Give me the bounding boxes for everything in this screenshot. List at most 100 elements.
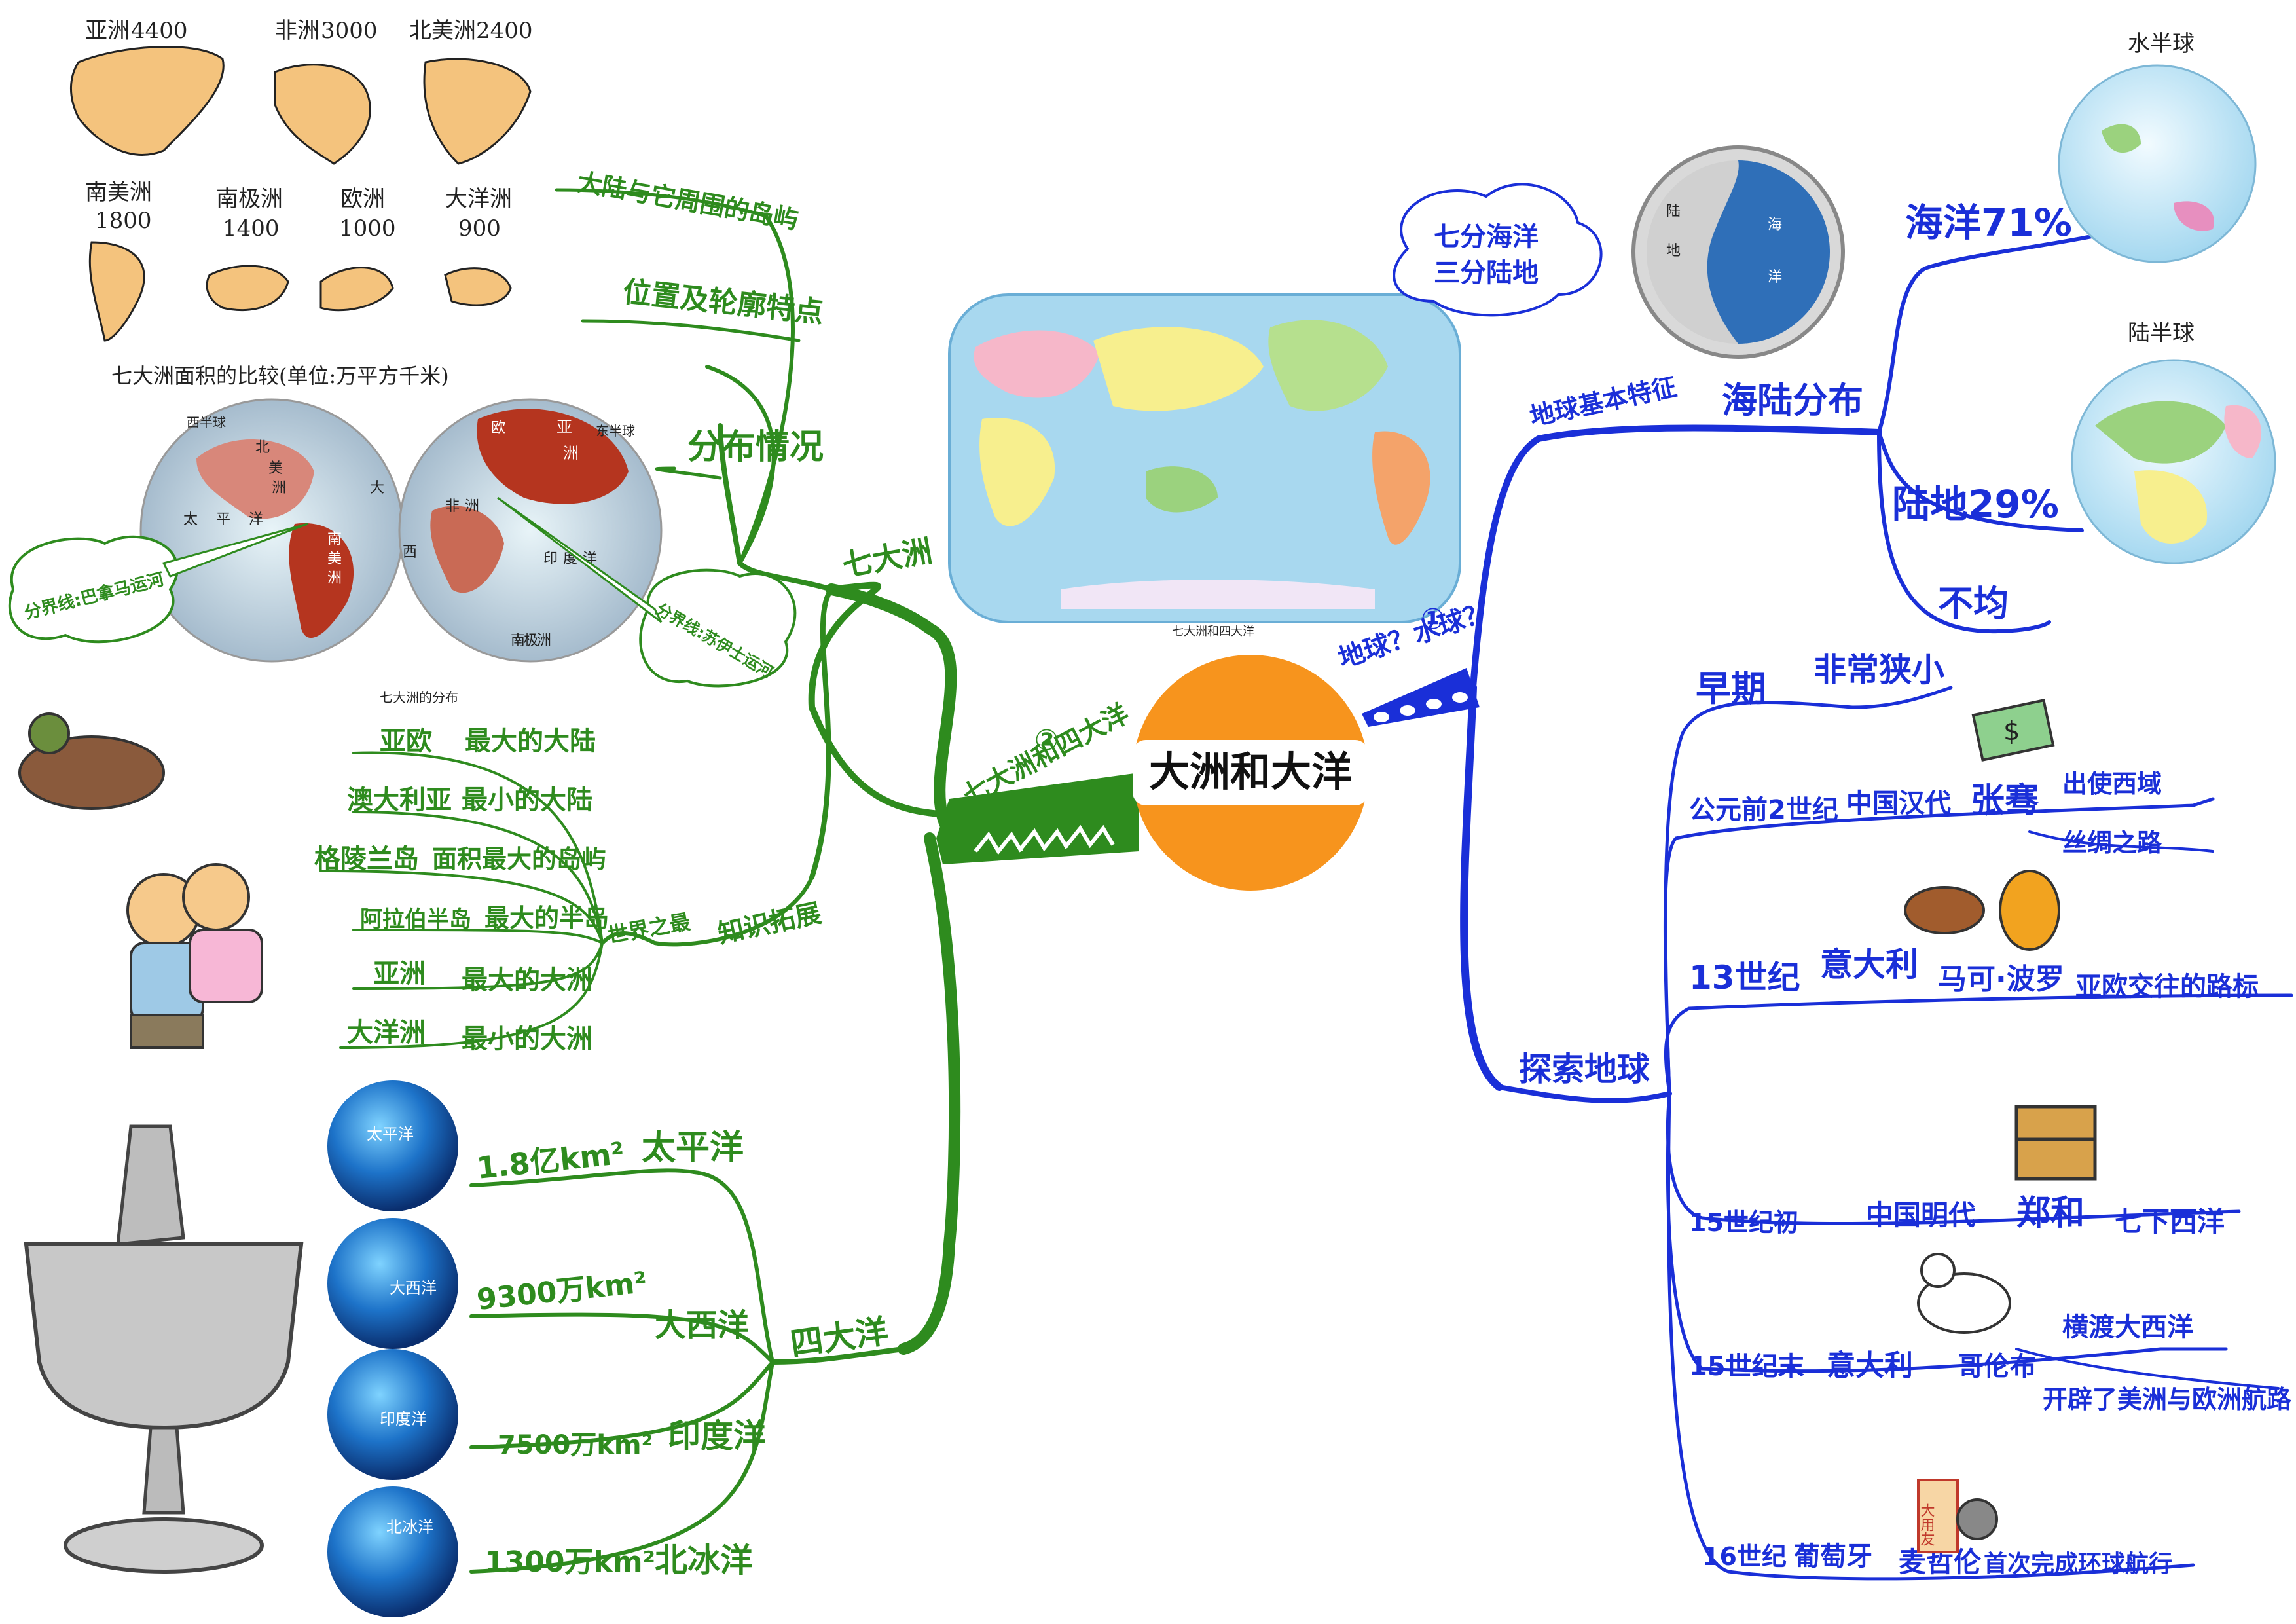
- distribution-hemisphere-map: 西半球 东半球 北 美 洲 南 美 洲 太 平 洋 大 欧 亚 洲 非 洲 印 …: [139, 398, 663, 705]
- world-most-item-name: 大洋洲: [347, 1018, 426, 1048]
- map-label: 西: [403, 544, 417, 561]
- explore-node-label: 探索地球: [1519, 1050, 1650, 1088]
- event-deed: 横渡大西洋: [2062, 1312, 2193, 1342]
- distribution-label: 海陆分布: [1722, 380, 1863, 421]
- event-place: 中国汉代: [1846, 788, 1951, 819]
- world-most-item-desc: 面积最大的岛屿: [432, 845, 606, 874]
- event-place: 意大利: [1827, 1349, 1913, 1382]
- map-label: 大: [370, 480, 384, 496]
- area-label: 欧洲: [340, 186, 385, 212]
- uneven-label: 不均: [1938, 583, 2009, 624]
- goose-illustration: [1917, 1253, 2011, 1334]
- dist-map-caption: 七大洲的分布: [380, 690, 458, 705]
- ocean-area: 7500万km²: [498, 1430, 653, 1460]
- extension-node-label: 知识拓展: [716, 898, 824, 950]
- map-label: 极: [524, 633, 538, 649]
- event-place: 葡萄牙: [1794, 1541, 1872, 1572]
- world-most-item-desc: 最大的大陆: [465, 726, 596, 756]
- ocean-globe-label: 印度洋: [380, 1410, 427, 1428]
- map-label: 美: [268, 460, 283, 477]
- globe-label: 洋: [1768, 269, 1782, 286]
- ocean-name: 大西洋: [655, 1307, 749, 1344]
- distribution-node-label: 分布情况: [687, 428, 824, 467]
- land-sea-globe: 陆 地 海 洋: [1631, 145, 1845, 359]
- exploration-event: 15世纪末 意大利 哥伦布 横渡大西洋 开辟了美洲与欧洲航路: [1689, 1312, 2292, 1414]
- continent-area-comparison: 亚洲 4400 非洲 3000 北美洲 2400 南美洲 1800 南极洲 14…: [69, 18, 533, 388]
- map-label: 太: [183, 511, 198, 528]
- world-most-item-desc: 最小的大洲: [462, 1024, 592, 1054]
- event-person: 马可·波罗: [1938, 963, 2064, 996]
- ocean-name: 北冰洋: [655, 1541, 753, 1579]
- ocean-area: 9300万km²: [475, 1266, 649, 1317]
- area-value: 2400: [476, 18, 533, 44]
- map-label: 欧: [491, 420, 505, 436]
- ocean-globe-label: 北冰洋: [386, 1518, 433, 1536]
- exploration-event: 13世纪 意大利 马可·波罗 亚欧交往的路标: [1689, 946, 2259, 1002]
- area-label: 北美洲: [409, 18, 476, 44]
- event-person: 哥伦布: [1958, 1352, 2036, 1382]
- exploration-event: 公元前2世纪 中国汉代 张骞 出使西域 丝绸之路: [1689, 769, 2162, 857]
- land-hemisphere: 陆半球: [2071, 320, 2276, 564]
- islands-node-label: 大陆与它周围的岛屿: [575, 168, 800, 235]
- badge-illustration: 大用友: [1917, 1479, 1998, 1553]
- cloud-line: 三分陆地: [1434, 258, 1539, 288]
- event-deed: 亚欧交往的路标: [2075, 972, 2259, 1002]
- early-desc: 非常狭小: [1813, 651, 1944, 689]
- world-most-list: 亚欧 最大的大陆 澳大利亚 最小的大陆 格陵兰岛 面积最大的岛屿 阿拉伯半岛 最…: [314, 726, 609, 1054]
- ocean-percent: 海洋71%: [1905, 200, 2072, 245]
- event-deed: 首次完成环球航行: [1984, 1550, 2172, 1578]
- ocean-globe: [327, 1349, 458, 1480]
- area-value: 1400: [223, 215, 280, 242]
- outline-node-label: 位置及轮廓特点: [621, 275, 826, 329]
- left-zigzag-connector: [936, 773, 1139, 864]
- map-label: 洋: [249, 511, 263, 528]
- earth-node-label: 地球基本特征: [1527, 372, 1679, 431]
- seventy-thirty-cloud: 七分海洋 三分陆地: [1393, 183, 1603, 317]
- callout-suez: 分界线:苏伊士运河: [497, 496, 797, 688]
- event-deed: 开辟了美洲与欧洲航路: [2043, 1385, 2292, 1414]
- world-most-item-name: 澳大利亚: [347, 785, 452, 815]
- map-label: 非: [445, 498, 460, 515]
- globe-label: 海: [1768, 217, 1782, 233]
- ocean-name: 印度洋: [668, 1417, 766, 1455]
- world-most-item-desc: 最大的大洲: [462, 965, 592, 995]
- event-person: 郑和: [2016, 1194, 2085, 1233]
- event-deed: 出使西域: [2062, 769, 2162, 798]
- land-percent: 陆地29%: [1892, 482, 2059, 526]
- area-caption: 七大洲面积的比较(单位:万平方千米): [111, 363, 449, 388]
- callout-panama: 分界线:巴拿马运河: [8, 523, 308, 644]
- left-branch-marker: ②: [1034, 724, 1059, 757]
- map-label: 洲: [272, 480, 286, 496]
- exploration-event: 15世纪初 中国明代 郑和 七下西洋: [1689, 1194, 2225, 1238]
- map-label: 美: [327, 551, 342, 567]
- map-label: 印: [543, 551, 558, 567]
- event-person: 张骞: [1971, 781, 2039, 821]
- map-label: 洲: [465, 498, 479, 515]
- event-deed: 丝绸之路: [2062, 828, 2162, 857]
- water-hemisphere: 水半球: [2058, 31, 2257, 263]
- water-hemisphere-title: 水半球: [2128, 31, 2195, 57]
- early-exploration: 早期 非常狭小: [1696, 651, 1944, 709]
- oceans-list: 太平洋 1.8亿km² 太平洋 大西洋 9300万km² 大西洋 印度洋 750…: [327, 1080, 766, 1617]
- ocean-globe: [327, 1218, 458, 1349]
- map-label: 南: [511, 633, 525, 649]
- event-deed: 七下西洋: [2115, 1206, 2225, 1238]
- center-node: 大洲和大洋: [1133, 655, 1368, 891]
- world-map-caption: 七大洲和四大洋: [1172, 625, 1254, 638]
- ocean-area: 1300万km²: [484, 1545, 655, 1579]
- map-label: 南: [327, 531, 342, 547]
- map-label: 洲: [537, 633, 551, 649]
- kids-illustration: [18, 712, 263, 1049]
- ocean-globe: [327, 1486, 458, 1617]
- area-value: 1800: [95, 208, 152, 234]
- trophy-illustration: [24, 1124, 304, 1574]
- continents-node-label: 七大洲: [840, 533, 935, 583]
- map-label: 洲: [563, 444, 579, 462]
- event-time: 公元前2世纪: [1689, 795, 1838, 825]
- area-value: 900: [458, 215, 501, 242]
- area-label: 非洲: [275, 18, 319, 44]
- center-title: 大洲和大洋: [1149, 748, 1352, 796]
- event-time: 16世纪: [1702, 1542, 1787, 1571]
- event-place: 中国明代: [1866, 1199, 1976, 1231]
- area-label: 亚洲: [85, 18, 130, 44]
